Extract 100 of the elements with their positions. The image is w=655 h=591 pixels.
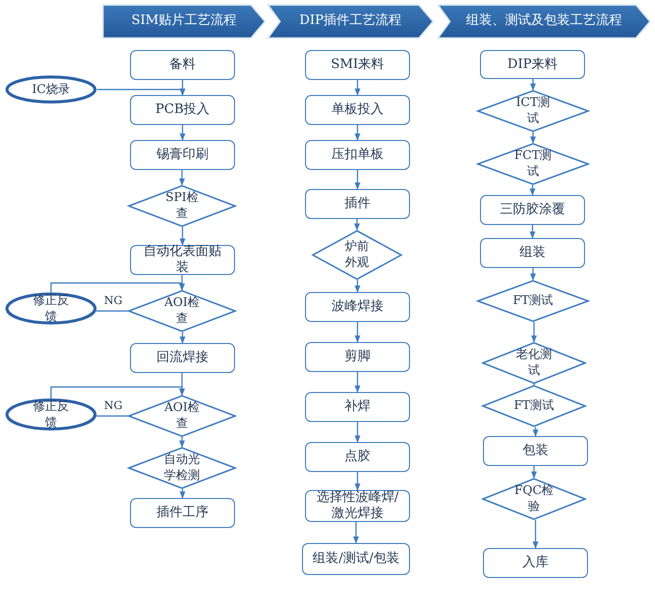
process-box	[130, 95, 235, 125]
step-label: SMI来料	[330, 57, 386, 73]
arrow	[180, 332, 186, 344]
decision-diamond	[477, 280, 589, 322]
arrow	[180, 125, 186, 141]
section-banner	[103, 5, 265, 38]
arrow	[180, 489, 186, 499]
process-box	[480, 50, 585, 79]
step-label: AOI检查	[163, 400, 201, 432]
step-label: 单板投入	[330, 102, 384, 118]
process-box	[302, 543, 410, 575]
step-label: 三防胶涂覆	[499, 202, 566, 218]
arrow	[354, 80, 360, 96]
step-label: ICT测试	[515, 95, 551, 127]
step-label: IC烧录	[31, 82, 71, 98]
arrow	[532, 520, 538, 549]
step-label: 点胶	[344, 449, 372, 465]
decision-diamond	[482, 385, 586, 427]
step-label: 修正反馈	[32, 292, 70, 324]
process-box	[305, 392, 410, 422]
arrow	[354, 422, 360, 443]
arrow	[530, 225, 536, 239]
edge-label: NG	[102, 400, 124, 412]
arrow	[354, 170, 360, 190]
arrow	[531, 322, 537, 343]
arrow	[50, 386, 185, 399]
feedback-ellipse	[5, 292, 97, 325]
arrow	[354, 322, 360, 343]
process-box	[480, 238, 585, 268]
step-label: 组装	[518, 245, 546, 261]
arrow	[50, 282, 185, 293]
connector-line	[96, 310, 128, 312]
step-label: 剪脚	[344, 349, 372, 365]
arrow	[353, 522, 359, 544]
process-box	[130, 140, 235, 170]
step-label: 自动光学检测	[163, 452, 201, 484]
arrow	[354, 372, 360, 393]
arrow	[530, 268, 536, 281]
step-label: 备料	[168, 57, 196, 73]
process-box	[305, 442, 410, 472]
step-label: 插件	[344, 196, 372, 212]
step-label: FQC检验	[513, 483, 555, 515]
decision-diamond	[128, 447, 236, 489]
arrow	[354, 219, 360, 231]
decision-diamond	[482, 342, 586, 384]
section-banner	[438, 5, 650, 38]
arrow	[354, 125, 360, 141]
process-box	[483, 436, 588, 466]
step-label: 老化测试	[515, 347, 553, 379]
decision-diamond	[477, 143, 589, 185]
arrow	[179, 170, 185, 186]
section-banner	[268, 5, 433, 38]
arrow	[530, 132, 536, 144]
step-label: FT测试	[512, 398, 556, 414]
section-heading: SIM贴片工艺流程	[131, 13, 237, 30]
arrow	[180, 227, 186, 246]
arrow	[97, 88, 186, 96]
step-label: FT测试	[512, 293, 554, 309]
step-label: FCT测试	[513, 148, 553, 180]
step-label: DIP来料	[506, 56, 559, 72]
step-label: 修正反馈	[32, 398, 70, 430]
decision-diamond	[128, 395, 236, 437]
decision-diamond	[128, 185, 236, 227]
step-label: SPI检查	[164, 190, 200, 222]
process-box	[130, 498, 235, 528]
arrow	[530, 185, 536, 196]
process-box	[305, 189, 410, 219]
connector-line	[96, 415, 128, 417]
step-label: 炉前外观	[344, 239, 370, 271]
step-label: 组装/测试/包装	[312, 551, 400, 567]
edge-label: NG	[102, 295, 124, 308]
process-box	[305, 292, 410, 322]
feedback-ellipse	[5, 75, 97, 104]
decision-diamond	[477, 90, 589, 132]
process-box	[130, 343, 235, 373]
decision-diamond	[482, 478, 586, 520]
arrow	[531, 466, 537, 479]
decision-diamond	[128, 290, 236, 332]
step-label: 补焊	[344, 399, 372, 415]
step-label: AOI检查	[163, 295, 201, 327]
step-label: 自动化表面贴装	[142, 244, 222, 276]
section-heading: 组装、测试及包装工艺流程	[466, 13, 622, 30]
process-box	[305, 140, 410, 170]
process-box	[130, 50, 235, 80]
section-heading: DIP插件工艺流程	[299, 13, 402, 30]
step-label: 插件工序	[156, 505, 210, 521]
arrow	[532, 427, 538, 437]
step-label: 压扣单板	[330, 147, 384, 163]
decision-diamond	[312, 230, 402, 280]
step-label: 包装	[522, 443, 550, 459]
step-label: 入库	[522, 555, 550, 571]
arrow	[179, 437, 185, 448]
feedback-ellipse	[5, 398, 97, 431]
process-box	[305, 490, 410, 522]
process-box	[480, 195, 585, 225]
arrow	[530, 79, 536, 91]
process-box	[305, 342, 410, 372]
step-label: 锡膏印刷	[156, 147, 210, 163]
step-label: PCB投入	[154, 102, 211, 118]
process-box	[305, 95, 410, 125]
